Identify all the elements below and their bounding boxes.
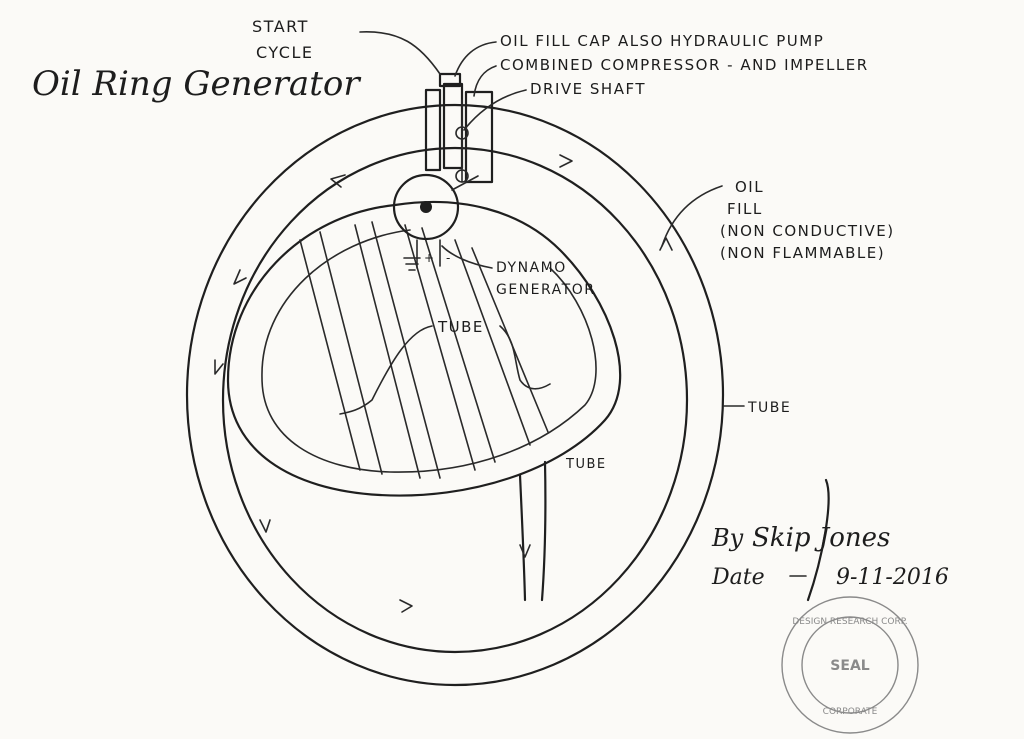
dynamo-label-line2: GENERATOR <box>496 282 595 298</box>
flow-arrow-right-upper <box>659 237 673 251</box>
flow-arrow-top-right <box>559 154 573 168</box>
outer-ring-outer-wall <box>185 103 725 687</box>
seal-inner-ring <box>801 616 899 714</box>
inner-chamber <box>226 200 622 497</box>
tube-line-3 <box>354 224 421 479</box>
signature-name: Skip Jones <box>752 523 890 553</box>
tube-inner-leader-left <box>339 325 433 415</box>
tube-inner-leader-right <box>499 325 551 390</box>
diagram-title: Oil Ring Generator <box>32 64 361 104</box>
flow-arrows <box>214 154 673 613</box>
flow-arrow-bottom <box>399 599 413 613</box>
compressor-label: COMBINED COMPRESSOR - AND IMPELLER <box>500 56 869 74</box>
date-value: 9-11-2016 <box>836 565 949 590</box>
pump-main-body <box>442 82 464 170</box>
flow-arrow-left-mid <box>214 359 224 375</box>
seal-outer-ring <box>781 596 919 734</box>
oil-fill-cap-leader <box>454 41 497 77</box>
tube-outer-label: TUBE <box>747 400 791 416</box>
impeller-lower <box>455 169 469 183</box>
tube-lower-label: TUBE <box>565 457 607 472</box>
pump-assembly <box>424 72 494 184</box>
dynamo-drive-link <box>451 175 479 191</box>
start-cycle-label-line1: START <box>252 17 309 36</box>
terminal-minus: - <box>446 251 452 265</box>
oil-fill-label-line1: OIL <box>735 178 764 196</box>
lower-tube-left-wall <box>518 473 527 602</box>
drive-shaft-leader <box>463 89 527 131</box>
lower-tube <box>518 460 547 602</box>
oil-fill-label-line2: FILL <box>727 200 763 218</box>
dynamo-housing <box>392 173 460 241</box>
start-cycle-label-line2: CYCLE <box>256 43 313 62</box>
signature-flourish <box>806 478 830 602</box>
outer-ring <box>185 103 725 687</box>
tube-line-4 <box>371 221 441 479</box>
dynamo-rotor <box>420 201 432 213</box>
dynamo-label-line1: DYNAMO <box>496 260 567 276</box>
seal-text-bottom: CORPORATE <box>823 707 878 717</box>
tube-inner-label: TUBE <box>437 318 484 336</box>
tube-line-2 <box>319 231 383 475</box>
pump-left-pipe <box>424 88 442 172</box>
signature-block: By Skip Jones Date 9-11-2016 <box>711 478 949 602</box>
seal-text-top: DESIGN RESEARCH CORP. <box>792 617 907 627</box>
start-cycle-leader <box>359 31 441 75</box>
flow-arrow-lower-tube <box>519 544 531 558</box>
tube-line-6 <box>421 227 496 463</box>
seal-text-center: SEAL <box>830 658 869 674</box>
flow-arrow-top-left <box>330 174 346 188</box>
lower-tube-right-wall <box>540 460 547 602</box>
outer-ring-inner-wall <box>221 146 689 654</box>
oil-fill-cap-label: OIL FILL CAP ALSO HYDRAULIC PUMP <box>500 32 824 50</box>
tube-line-7 <box>454 239 531 446</box>
inner-chamber-inner-wall <box>261 229 597 473</box>
flow-arrow-left-upper <box>233 269 247 285</box>
oil-fill-leader <box>661 185 723 247</box>
flow-arrow-left-lower <box>259 519 271 533</box>
terminal-plus: + <box>424 251 436 265</box>
tube-line-1 <box>299 239 361 471</box>
oil-fill-label-line4: (NON FLAMMABLE) <box>720 244 885 262</box>
ground-icon <box>403 257 421 271</box>
compressor-leader <box>473 65 497 97</box>
impeller-upper <box>455 126 469 140</box>
dynamo-generator: + - <box>392 173 479 271</box>
oil-fill-cap <box>438 72 462 88</box>
corporate-seal: DESIGN RESEARCH CORP. SEAL CORPORATE <box>781 596 919 734</box>
dynamo-leader <box>441 245 493 269</box>
signature-by-label: By <box>711 524 744 552</box>
inner-chamber-outline <box>226 200 622 497</box>
oil-fill-label-line3: (NON CONDUCTIVE) <box>720 222 895 240</box>
date-label: Date <box>711 565 765 590</box>
drive-shaft-label: DRIVE SHAFT <box>530 80 646 98</box>
